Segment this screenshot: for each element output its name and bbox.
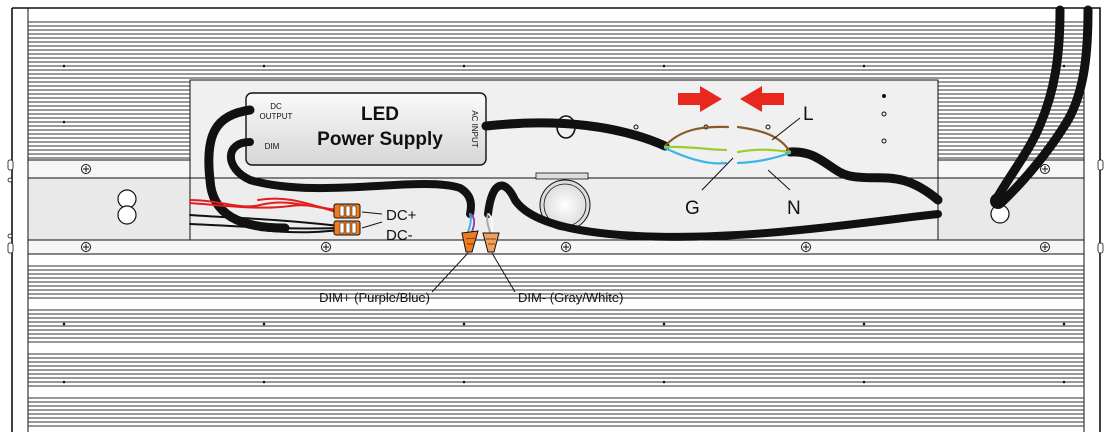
dc-output-port-label: DC	[270, 102, 282, 111]
rivet-dot	[862, 322, 866, 326]
dc-labels: DC+ DC-	[361, 207, 417, 244]
dc-output-cable	[204, 105, 290, 233]
cables	[204, 5, 1093, 241]
screw-slot	[1042, 166, 1048, 172]
screw-slot	[563, 244, 569, 250]
power-supply-subtitle: Power Supply	[317, 129, 443, 150]
external-cable-1	[991, 5, 1065, 205]
screw-slot	[323, 244, 329, 250]
rivet-dot	[62, 64, 66, 68]
dc-plus-label: DC+	[386, 207, 417, 224]
dc-minus-label: DC-	[386, 227, 413, 244]
rivet-dot	[462, 64, 466, 68]
arrow-left-icon	[740, 86, 784, 112]
rivet-dot	[62, 322, 66, 326]
rivet-dot	[262, 322, 266, 326]
rivet-dot	[62, 380, 66, 384]
wago-connectors	[333, 203, 361, 236]
ground-label: G	[685, 198, 700, 219]
edge-clips	[7, 159, 1104, 254]
dim-plus-label: DIM+ (Purple/Blue)	[319, 290, 430, 305]
mains-cable	[785, 147, 943, 205]
rivet-dot	[862, 64, 866, 68]
ac-input-cable	[481, 118, 670, 151]
dim-minus-label: DIM- (Gray/White)	[518, 290, 623, 305]
screw-slot	[83, 244, 89, 250]
rivet-dot	[662, 64, 666, 68]
rivet-dot	[1062, 64, 1066, 68]
connect-arrows	[678, 86, 784, 112]
dim-cable	[227, 138, 475, 218]
dc-output-port-label-line2: OUTPUT	[260, 112, 293, 121]
rivet-dot	[462, 380, 466, 384]
power-supply-title: LED	[361, 104, 399, 125]
heatsink-fins-bottom	[28, 265, 1084, 427]
dim-wire-nuts	[461, 213, 500, 253]
rivet-dot	[262, 380, 266, 384]
side-plate-left	[27, 177, 191, 241]
external-cable-2	[997, 5, 1093, 207]
rivet-dot	[662, 322, 666, 326]
screw-slot	[83, 166, 89, 172]
rivet-dot	[1062, 380, 1066, 384]
ac-labels: L G N	[685, 104, 814, 219]
dim-labels: DIM+ (Purple/Blue) DIM- (Gray/White)	[319, 252, 623, 305]
line-label: L	[803, 104, 814, 125]
dim-return-cable	[484, 181, 942, 241]
heatsink-fins-top	[28, 21, 1084, 159]
rivet-dot	[62, 120, 66, 124]
ac-input-port-label: AC INPUT	[470, 110, 479, 147]
arrow-right-icon	[678, 86, 722, 112]
neutral-label: N	[787, 198, 801, 219]
rivet-dot	[1062, 322, 1066, 326]
rivet-dot	[862, 380, 866, 384]
screw-slot	[1042, 244, 1048, 250]
ac-wires	[663, 125, 792, 165]
dim-port-label: DIM	[265, 142, 280, 151]
rivet-dot	[662, 380, 666, 384]
led-power-supply: DC OUTPUT DIM LED Power Supply AC INPUT	[245, 92, 487, 166]
rivet-dot	[262, 64, 266, 68]
rivet-dot	[462, 322, 466, 326]
screw-slot	[803, 244, 809, 250]
